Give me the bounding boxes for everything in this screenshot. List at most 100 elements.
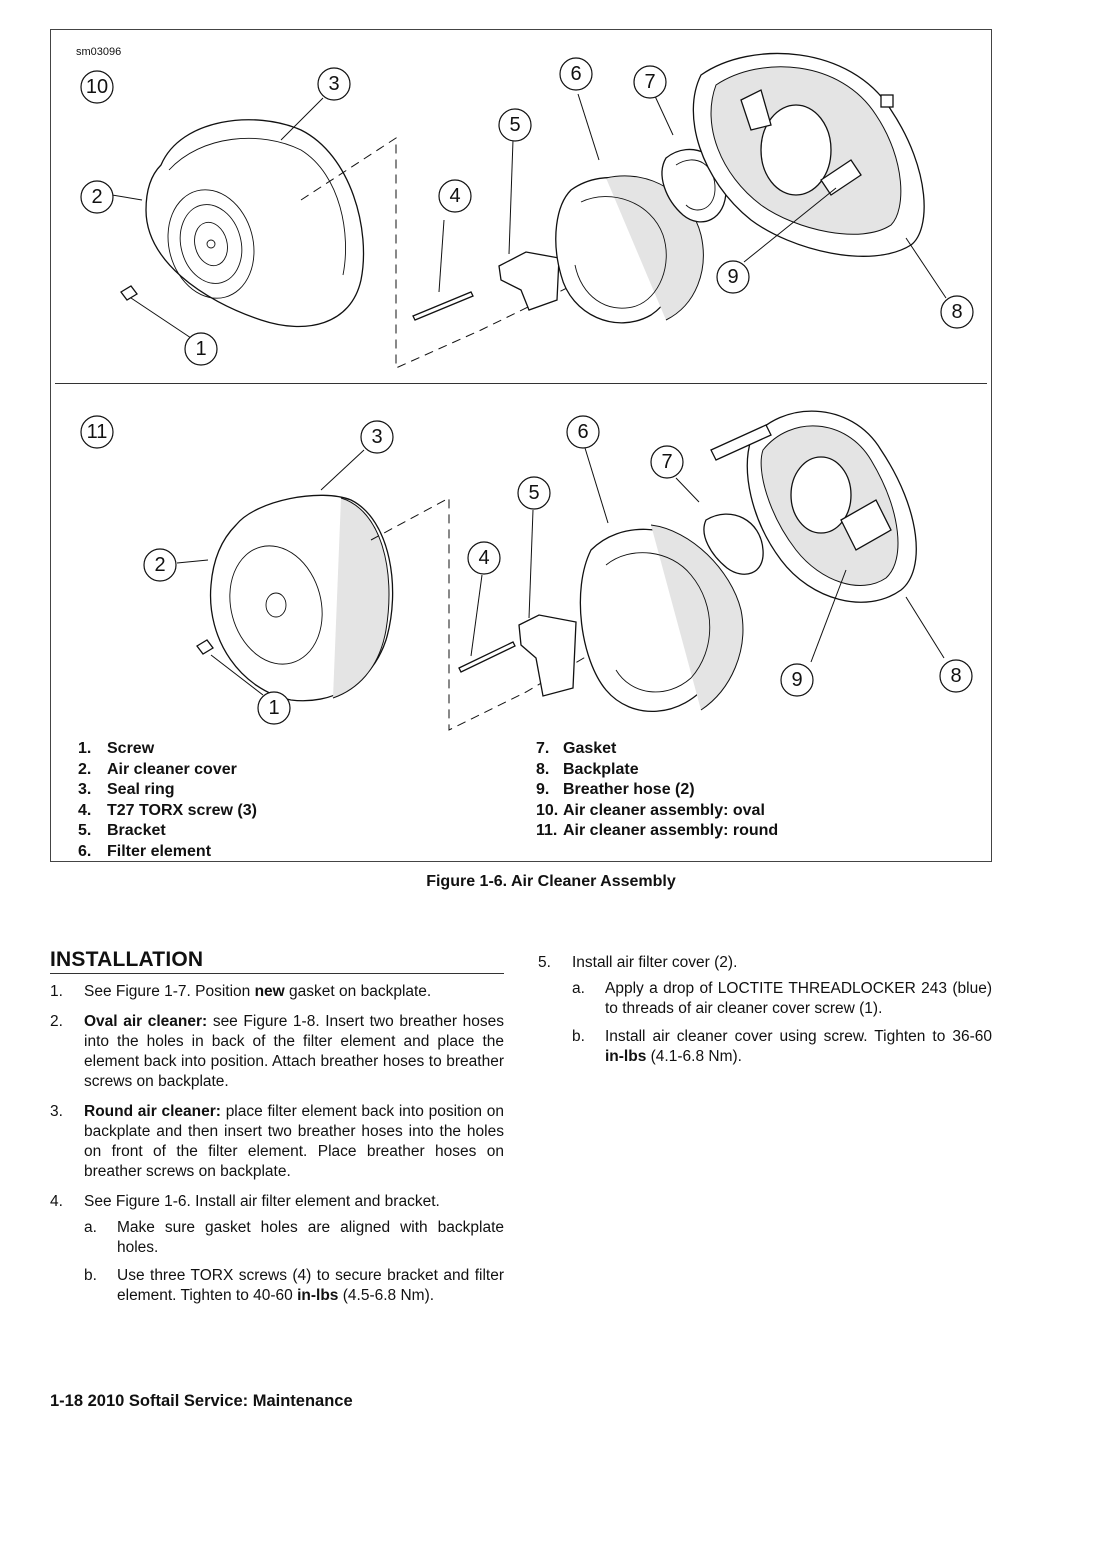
round-assembly-drawing (176, 410, 945, 731)
step-2: 2. Oval air cleaner: see Figure 1-8. Ins… (50, 1013, 505, 1090)
callout-4-bottom: 4 (467, 541, 501, 575)
svg-text:8: 8 (950, 665, 961, 687)
oval-cover-center (206, 239, 216, 249)
parts-legend-right: 7.Gasket 8.Backplate 9.Breather hose (2)… (536, 739, 778, 842)
round-filter-inner (605, 552, 711, 693)
step-5: 5. Install air filter cover (2). a. Appl… (538, 954, 992, 1065)
callout-9-top: 9 (716, 260, 750, 294)
oval-cover-seal-line (168, 137, 346, 276)
callout-5-top: 5 (498, 108, 532, 142)
callout-6-bottom: 6 (566, 415, 600, 449)
oval-cover-shape (145, 119, 365, 328)
installation-right-column: 5. Install air filter cover (2). a. Appl… (538, 953, 992, 1085)
oval-breather-right (820, 159, 862, 196)
callout-4-top: 4 (438, 179, 472, 213)
legend-item: 2.Air cleaner cover (78, 760, 237, 778)
oval-gasket-inner (675, 159, 716, 211)
svg-text:11: 11 (87, 421, 108, 443)
callout-7-bottom: 7 (650, 445, 684, 479)
svg-text:6: 6 (577, 421, 588, 443)
round-breather-tube (710, 424, 772, 461)
svg-text:5: 5 (509, 114, 520, 136)
svg-text:1: 1 (195, 338, 206, 360)
round-cover-side (332, 497, 390, 699)
svg-text:7: 7 (644, 71, 655, 93)
round-filter-rim (650, 524, 744, 711)
oval-assembly-drawing (105, 52, 947, 369)
figure-caption: Figure 1-6. Air Cleaner Assembly (426, 873, 676, 890)
svg-text:2: 2 (154, 554, 165, 576)
step-4: 4. See Figure 1-6. Install air filter el… (50, 1193, 504, 1304)
svg-text:3: 3 (328, 73, 339, 95)
legend-item: 8.Backplate (536, 760, 639, 778)
callout-8-top: 8 (940, 295, 974, 329)
step-3: 3. Round air cleaner: place filter eleme… (50, 1103, 504, 1180)
oval-torx-screw (412, 291, 474, 321)
figure-id-label: sm03096 (76, 46, 122, 58)
legend-item: 5.Bracket (78, 822, 166, 839)
callout-5-bottom: 5 (517, 476, 551, 510)
oval-cover-ring-mid (179, 204, 243, 284)
legend-item: 3.Seal ring (78, 781, 175, 798)
svg-text:2: 2 (91, 186, 102, 208)
callout-2-bottom: 2 (143, 548, 177, 582)
callout-3-bottom: 3 (360, 420, 394, 454)
callout-1-bottom: 1 (257, 691, 291, 725)
svg-text:1: 1 (268, 697, 279, 719)
round-cover-ring (229, 545, 323, 665)
round-breather-elbow (840, 499, 892, 551)
round-gasket (703, 513, 764, 575)
air-cleaner-diagram: 10 3 2 1 4 5 6 7 9 8 (80, 52, 974, 731)
svg-text:7: 7 (661, 451, 672, 473)
legend-item: 4.T27 TORX screw (3) (78, 801, 257, 819)
svg-text:9: 9 (727, 266, 738, 288)
round-screw-head (196, 639, 214, 655)
callout-6-top: 6 (559, 57, 593, 91)
svg-text:9: 9 (791, 669, 802, 691)
oval-backplate-tab (880, 94, 894, 108)
oval-cover-ring-inner (194, 221, 228, 267)
legend-item: 6.Filter element (78, 842, 212, 860)
round-dashed-guide (370, 497, 612, 731)
callout-9-bottom: 9 (780, 663, 814, 697)
oval-dashed-guide (300, 137, 572, 369)
legend-item: 7.Gasket (536, 740, 617, 757)
step-4b: b. Use three TORX screws (4) to secure b… (84, 1267, 504, 1304)
round-torx-screw (458, 641, 516, 673)
svg-text:4: 4 (478, 547, 489, 569)
panel-divider (55, 383, 987, 384)
svg-text:10: 10 (86, 76, 108, 98)
oval-cover-ring-outer (167, 189, 255, 299)
parts-legend-left: 1.Screw 2.Air cleaner cover 3.Seal ring … (78, 739, 257, 862)
svg-text:6: 6 (570, 63, 581, 85)
svg-text:3: 3 (371, 426, 382, 448)
oval-bracket (498, 251, 560, 311)
legend-item: 9.Breather hose (2) (536, 781, 695, 798)
svg-text:5: 5 (528, 482, 539, 504)
legend-item: 11.Air cleaner assembly: round (536, 822, 779, 839)
oval-breather-left (740, 89, 772, 131)
step-5b: b. Install air cleaner cover using screw… (572, 1028, 992, 1065)
legend-item: 1.Screw (78, 740, 155, 757)
callout-7-top: 7 (633, 65, 667, 99)
step-1: 1. See Figure 1-7. Position new gasket o… (50, 983, 432, 1000)
figure-panel: sm03096 (50, 29, 992, 862)
section-title: INSTALLATION (50, 949, 504, 974)
round-backplate-port (790, 456, 852, 534)
callout-3-top: 3 (317, 67, 351, 101)
oval-filter-inner (574, 196, 667, 309)
callout-1-top: 1 (184, 332, 218, 366)
step-4a: a. Make sure gasket holes are aligned wi… (84, 1219, 504, 1256)
callout-2-top: 2 (80, 180, 114, 214)
step-5a: a. Apply a drop of LOCTITE THREADLOCKER … (572, 980, 992, 1017)
svg-text:8: 8 (951, 301, 962, 323)
round-bracket (518, 614, 577, 697)
callout-8-bottom: 8 (939, 659, 973, 693)
legend-item: 10.Air cleaner assembly: oval (536, 801, 765, 819)
svg-text:4: 4 (449, 185, 460, 207)
page-footer: 1-18 2010 Softail Service: Maintenance (50, 1392, 353, 1410)
callout-11-bottom: 11 (80, 415, 114, 449)
round-cover-hub (265, 592, 287, 618)
oval-backplate-port (760, 104, 832, 196)
callout-10-top: 10 (80, 70, 114, 104)
